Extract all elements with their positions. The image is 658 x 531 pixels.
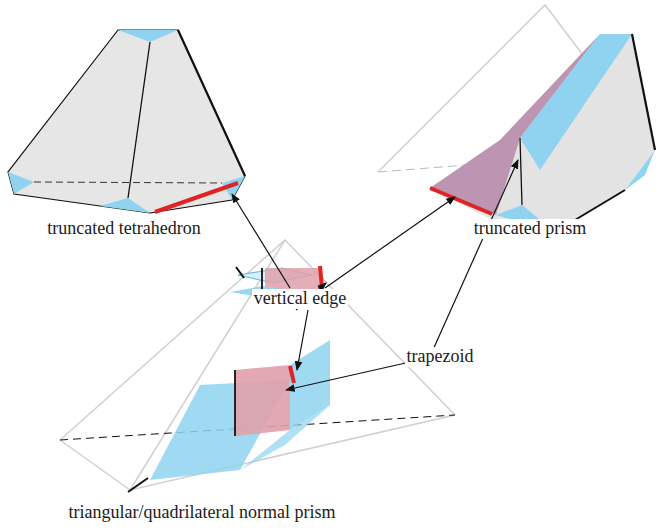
normal-prism	[60, 240, 455, 492]
label-text: trapezoid	[405, 347, 476, 367]
label-text: triangular/quadrilateral normal prism	[67, 503, 338, 523]
truncated-tetrahedron	[8, 30, 245, 213]
leader-arrows	[232, 160, 518, 390]
label-text: truncated prism	[472, 219, 588, 239]
label-text: vertical edge	[252, 289, 348, 309]
label-text: truncated tetrahedron	[45, 219, 202, 239]
truncated-prism	[378, 5, 655, 232]
